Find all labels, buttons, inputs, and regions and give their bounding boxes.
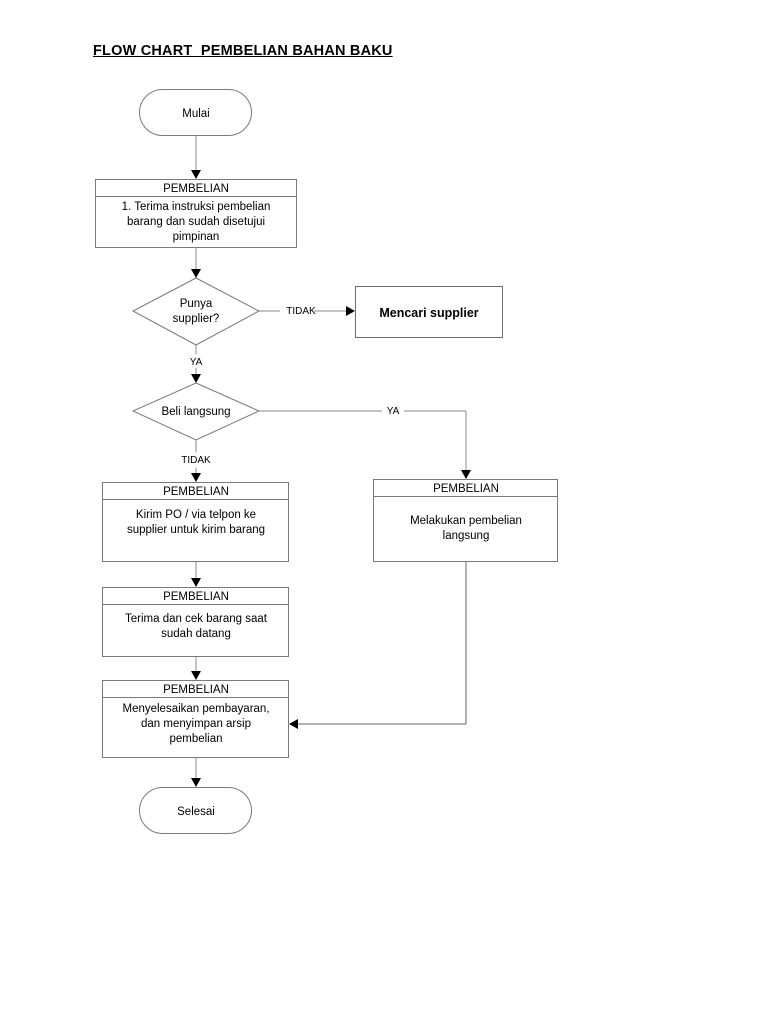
end-label: Selesai	[177, 806, 215, 818]
node-process-2[interactable]: PEMBELIAN Kirim PO / via telpon ke suppl…	[102, 482, 289, 562]
process-2-line-2: supplier untuk kirim barang	[127, 524, 265, 536]
decision-2-label: Beli langsung	[161, 406, 230, 418]
process-1-line-2: barang dan sudah disetujui	[127, 216, 265, 228]
edge-start-to-process1	[191, 136, 201, 179]
node-process-1[interactable]: PEMBELIAN 1. Terima instruksi pembelian …	[95, 179, 297, 248]
process-5-shape	[102, 680, 289, 758]
arrow-head-icon	[191, 778, 201, 787]
process-5-line-1: Menyelesaikan pembayaran,	[122, 703, 269, 715]
edge-process4-to-process5	[191, 657, 201, 680]
page-title: FLOW CHART PEMBELIAN BAHAN BAKU	[93, 43, 393, 59]
edge-decision1-ya: YA	[190, 345, 203, 383]
start-label: Mulai	[182, 108, 209, 120]
node-process-4[interactable]: PEMBELIAN Terima dan cek barang saat sud…	[102, 587, 289, 657]
end-terminator-shape	[139, 787, 252, 834]
node-mencari-supplier[interactable]: Mencari supplier	[355, 286, 503, 338]
node-end[interactable]: Selesai	[139, 787, 252, 834]
arrow-head-icon	[346, 306, 355, 316]
edge-label-tidak-2: TIDAK	[181, 455, 211, 466]
edge-process2-to-process4	[191, 562, 201, 587]
decision-1-line-1: Punya	[180, 298, 213, 310]
edge-decision2-ya: YA	[259, 406, 471, 479]
process-4-line-1: Terima dan cek barang saat	[125, 613, 268, 625]
node-process-5[interactable]: PEMBELIAN Menyelesaikan pembayaran, dan …	[102, 680, 289, 758]
process-1-header: PEMBELIAN	[163, 183, 229, 195]
process-5-header: PEMBELIAN	[163, 684, 229, 696]
edge-decision2-tidak: TIDAK	[181, 440, 211, 482]
arrow-head-icon	[289, 719, 298, 729]
process-2-shape	[102, 482, 289, 562]
process-right-shape	[373, 479, 558, 562]
mencari-supplier-shape	[355, 286, 503, 338]
edge-process1-to-decision1	[191, 248, 201, 278]
edge-decision1-tidak: TIDAK	[259, 306, 355, 317]
process-1-shape	[95, 179, 297, 248]
arrow-head-icon	[191, 374, 201, 383]
node-decision-1[interactable]: Punya supplier?	[131, 277, 261, 346]
node-process-right[interactable]: PEMBELIAN Melakukan pembelian langsung	[373, 479, 558, 562]
arrow-head-icon	[191, 269, 201, 278]
process-right-header: PEMBELIAN	[433, 483, 499, 495]
mencari-supplier-label: Mencari supplier	[379, 306, 478, 320]
node-decision-2[interactable]: Beli langsung	[131, 382, 261, 441]
process-4-shape	[102, 587, 289, 657]
start-terminator-shape	[139, 89, 252, 136]
edge-label-tidak-1: TIDAK	[286, 306, 316, 317]
process-5-line-2: dan menyimpan arsip	[141, 718, 251, 730]
arrow-head-icon	[191, 578, 201, 587]
process-right-line-1: Melakukan pembelian	[410, 515, 522, 527]
process-2-header: PEMBELIAN	[163, 486, 229, 498]
process-1-line-1: 1. Terima instruksi pembelian	[122, 201, 271, 213]
process-right-line-2: langsung	[443, 530, 490, 542]
edge-process-right-to-process5	[289, 562, 467, 729]
edge-process5-to-end	[191, 757, 201, 787]
process-4-line-2: sudah datang	[161, 628, 231, 640]
arrow-head-icon	[191, 671, 201, 680]
edge-label-ya-1: YA	[190, 357, 203, 368]
edge-label-ya-2: YA	[387, 406, 400, 417]
arrow-head-icon	[461, 470, 471, 479]
process-4-header: PEMBELIAN	[163, 591, 229, 603]
process-2-line-1: Kirim PO / via telpon ke	[136, 509, 256, 521]
node-start[interactable]: Mulai	[139, 89, 252, 136]
arrow-head-icon	[191, 170, 201, 179]
process-5-line-3: pembelian	[169, 733, 222, 745]
decision-1-shape	[131, 277, 261, 346]
process-1-line-3: pimpinan	[173, 231, 220, 243]
arrow-head-icon	[191, 473, 201, 482]
decision-1-line-2: supplier?	[173, 313, 220, 325]
